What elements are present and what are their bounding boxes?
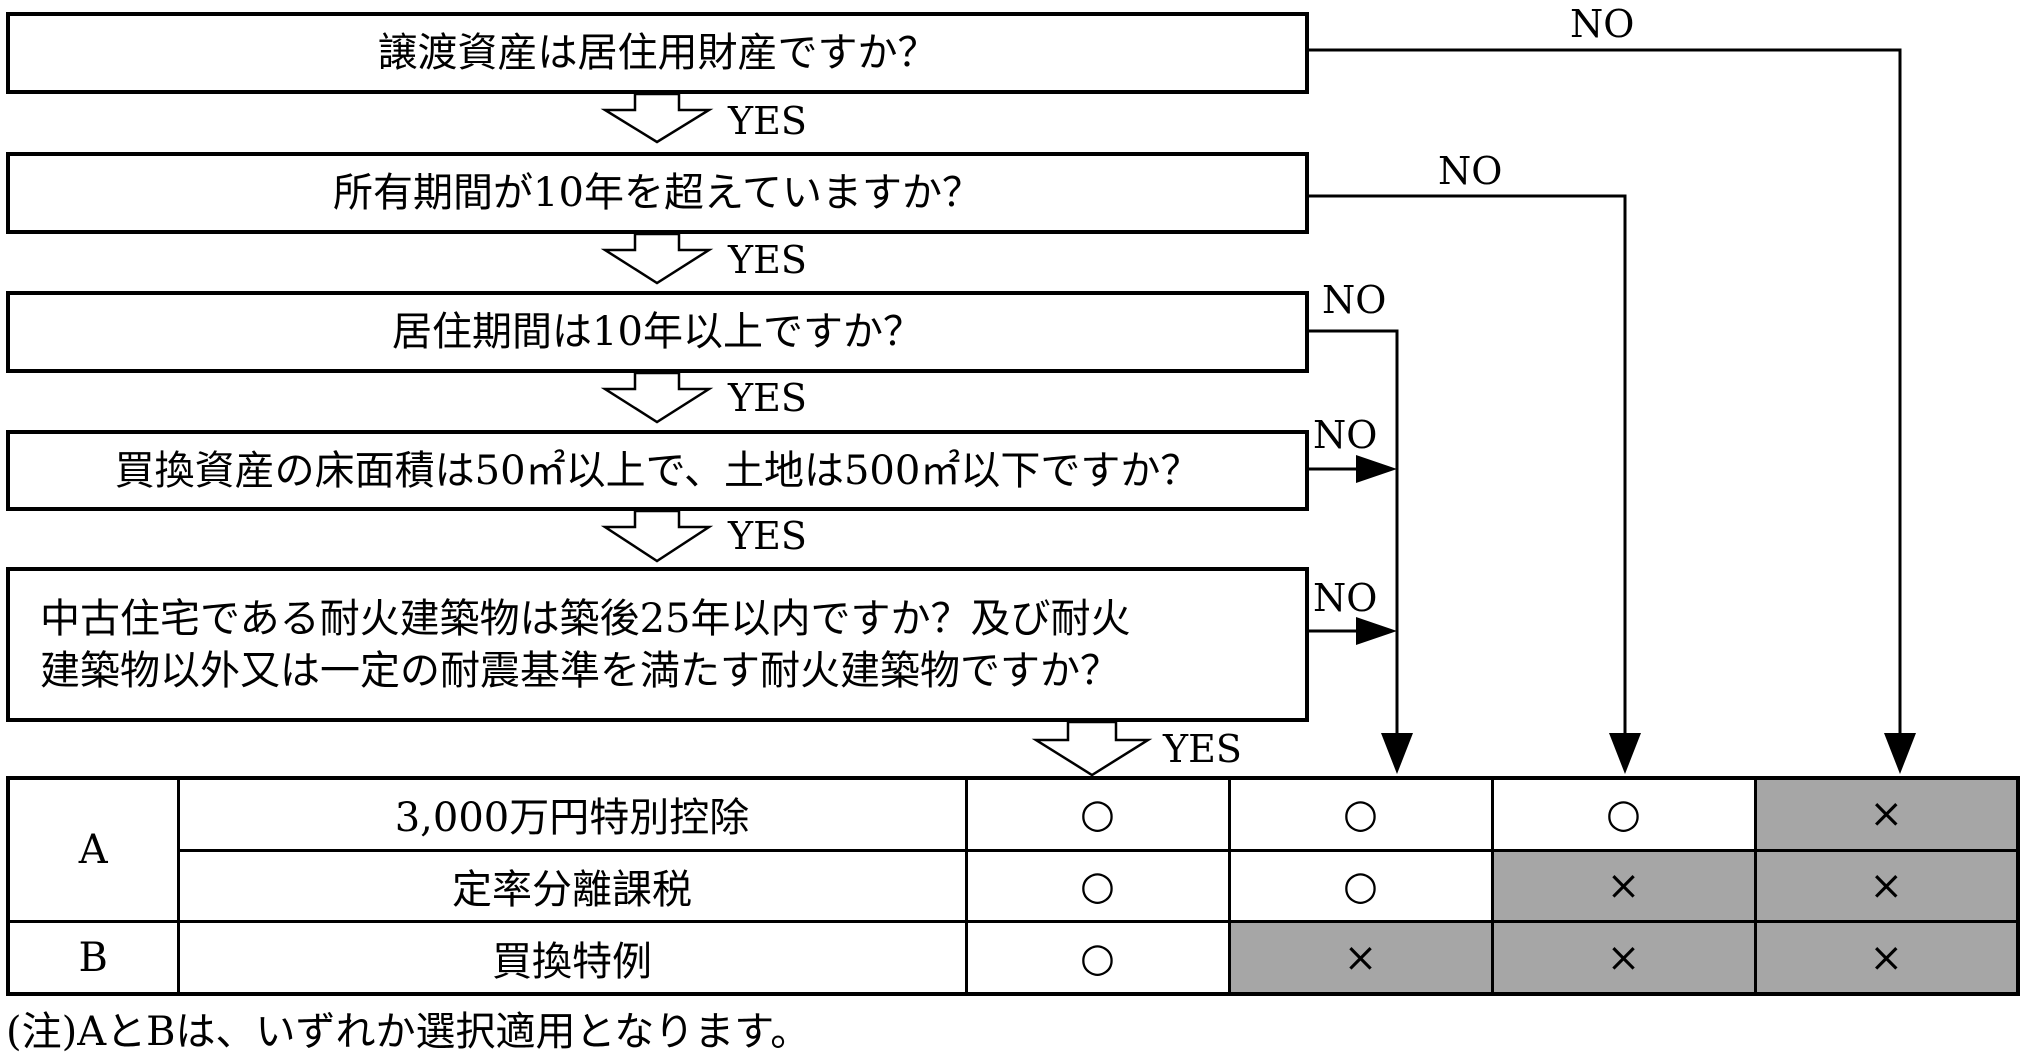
result-cell: × — [1490, 848, 1757, 924]
no-arrow-q5 — [1356, 617, 1397, 645]
no-label-1: NO — [1570, 2, 1635, 46]
yes-arrow-1 — [600, 92, 714, 144]
table-row: 定率分離課税 ○ ○ × × — [8, 848, 2020, 924]
no-line-q2 — [1309, 194, 1627, 745]
question-text-3: 居住期間は10年以上ですか？ — [392, 309, 923, 355]
yes-label-1: YES — [728, 99, 807, 143]
group-a-label: A — [6, 776, 180, 924]
no-label-2: NO — [1438, 149, 1503, 193]
result-cell: ○ — [1490, 776, 1757, 852]
result-table: A 3,000万円特別控除 ○ ○ ○ × 定率分離課税 ○ ○ × × B 買… — [6, 776, 2020, 996]
result-cell: × — [1753, 776, 2020, 852]
yes-arrow-3 — [600, 371, 714, 424]
yes-label-2: YES — [728, 238, 807, 282]
no-arrow-q3 — [1381, 733, 1413, 774]
result-cell: × — [1227, 920, 1494, 996]
no-line-q1 — [1309, 48, 1902, 745]
question-text-2: 所有期間が10年を超えていますか？ — [333, 170, 982, 216]
result-cell: ○ — [964, 920, 1231, 996]
result-cell: × — [1753, 920, 2020, 996]
question-box-4: 買換資産の床面積は50㎡以上で、土地は500㎡以下ですか？ — [6, 430, 1309, 511]
no-label-3: NO — [1322, 278, 1387, 322]
group-b-label: B — [6, 920, 180, 996]
yes-arrow-5 — [1031, 720, 1153, 777]
question-box-3: 居住期間は10年以上ですか？ — [6, 291, 1309, 373]
result-cell: ○ — [964, 776, 1231, 852]
result-cell: ○ — [1227, 776, 1494, 852]
result-cell: × — [1753, 848, 2020, 924]
footnote: (注)AとBは、いずれか選択適用となります。 — [6, 1009, 811, 1055]
table-row: A 3,000万円特別控除 ○ ○ ○ × — [6, 776, 2020, 924]
yes-label-3: YES — [728, 376, 807, 420]
result-cell: ○ — [964, 848, 1231, 924]
result-cell: × — [1490, 920, 1757, 996]
yes-arrow-4 — [600, 509, 714, 563]
question-box-1: 譲渡資産は居住用財産ですか？ — [6, 12, 1309, 94]
question-box-5: 中古住宅である耐火建築物は築後25年以内ですか？及び耐火 建築物以外又は一定の耐… — [6, 567, 1309, 722]
result-cell: ○ — [1227, 848, 1494, 924]
yes-label-4: YES — [728, 514, 807, 558]
no-label-4: NO — [1313, 413, 1378, 457]
no-arrow-q1 — [1884, 733, 1916, 774]
row-label: 3,000万円特別控除 — [176, 776, 968, 852]
table-row: B 買換特例 ○ × × × — [6, 920, 2020, 996]
no-arrow-q4 — [1356, 455, 1397, 483]
question-box-2: 所有期間が10年を超えていますか？ — [6, 152, 1309, 234]
row-label: 買換特例 — [176, 920, 968, 996]
question-text-5b: 建築物以外又は一定の耐震基準を満たす耐火建築物ですか？ — [40, 647, 1120, 694]
question-text-5a: 中古住宅である耐火建築物は築後25年以内ですか？及び耐火 — [40, 595, 1131, 642]
no-line-q3 — [1309, 329, 1399, 745]
question-text-4: 買換資産の床面積は50㎡以上で、土地は500㎡以下ですか？ — [114, 447, 1201, 494]
yes-label-5: YES — [1163, 727, 1242, 771]
no-arrow-q2 — [1609, 733, 1641, 774]
no-label-5: NO — [1313, 576, 1378, 620]
question-text-1: 譲渡資産は居住用財産ですか？ — [377, 30, 938, 76]
row-label: 定率分離課税 — [176, 848, 968, 924]
yes-arrow-2 — [600, 232, 714, 285]
